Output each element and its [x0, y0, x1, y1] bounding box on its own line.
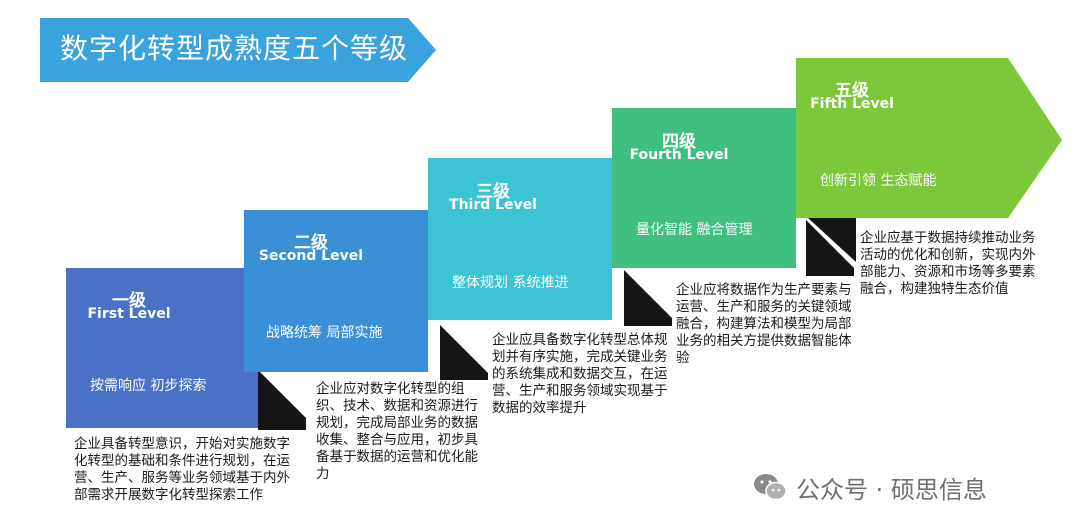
- level-1-title: 一级: [112, 291, 146, 311]
- level-1-block: [66, 268, 258, 428]
- level-5-english: Fifth Level: [810, 96, 894, 112]
- level-5-description: 企业应基于数据持续推动业务活动的优化和创新，实现内外部能力、资源和市场等多要素融…: [860, 230, 1036, 297]
- wechat-icon: [754, 474, 787, 501]
- level-1-description: 企业具备转型意识，开始对实施数字化转型的基础和条件进行规划，在运营、生产、服务等…: [74, 436, 290, 503]
- level-1-shadow: [258, 370, 306, 430]
- title-banner: [40, 18, 436, 82]
- level-3-keywords: 整体规划 系统推进: [452, 275, 569, 291]
- level-5-title: 五级: [835, 81, 869, 101]
- level-4-english: Fourth Level: [629, 147, 729, 163]
- watermark-text: 公众号 · 硕思信息: [796, 475, 987, 504]
- level-2-title: 二级: [294, 233, 328, 253]
- level-5-arrow: [796, 58, 1062, 218]
- page-title: 数字化转型成熟度五个等级: [60, 32, 409, 65]
- level-3-shadow: [624, 270, 672, 326]
- level-2-block: [244, 210, 428, 372]
- level-2-shadow: [440, 325, 488, 380]
- level-4-title: 四级: [662, 132, 696, 152]
- level-5-shadow: [808, 218, 856, 262]
- watermark: 公众号 · 硕思信息: [752, 470, 987, 504]
- level-3-description: 企业应具备数字化转型总体规划并有序实施，完成关键业务的系统集成和数据交互，在运营…: [492, 332, 668, 416]
- level-4-shadow: [806, 220, 854, 276]
- level-1-english: First Level: [87, 306, 171, 322]
- level-1-keywords: 按需响应 初步探索: [90, 378, 207, 394]
- level-2-english: Second Level: [258, 248, 364, 264]
- level-4-description: 企业应将数据作为生产要素与运营、生产和服务的关键领域融合，构建算法和模型为局部业…: [676, 282, 852, 366]
- level-2-keywords: 战略统筹 局部实施: [266, 325, 383, 341]
- level-4-keywords: 量化智能 融合管理: [636, 222, 753, 238]
- level-3-title: 三级: [476, 182, 510, 202]
- level-5-keywords: 创新引领 生态赋能: [820, 173, 937, 189]
- level-3-block: [428, 158, 612, 320]
- level-4-block: [612, 108, 796, 268]
- level-3-english: Third Level: [449, 197, 537, 213]
- level-2-description: 企业应对数字化转型的组织、技术、数据和资源进行规划，完成局部业务的数据收集、整合…: [316, 381, 478, 482]
